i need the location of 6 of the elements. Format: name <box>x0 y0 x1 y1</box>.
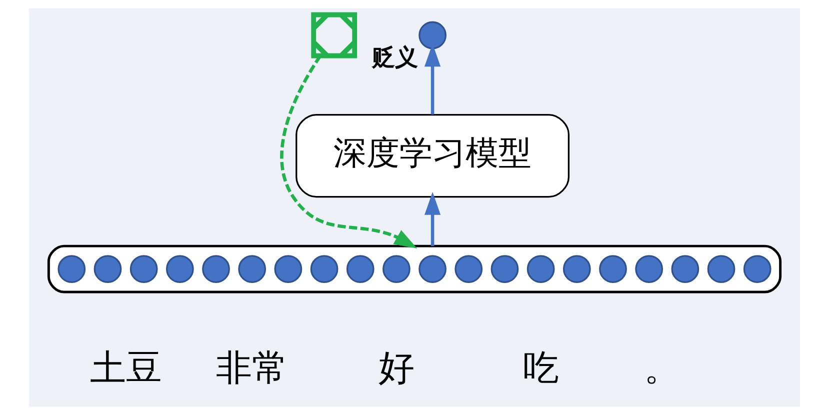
label: 好 <box>378 346 414 389</box>
label: 。 <box>644 346 680 389</box>
label: 吃 <box>522 346 558 389</box>
label: 非常 <box>216 346 288 389</box>
node-label: 贬义 <box>371 45 418 72</box>
label: 土豆 <box>89 346 162 389</box>
